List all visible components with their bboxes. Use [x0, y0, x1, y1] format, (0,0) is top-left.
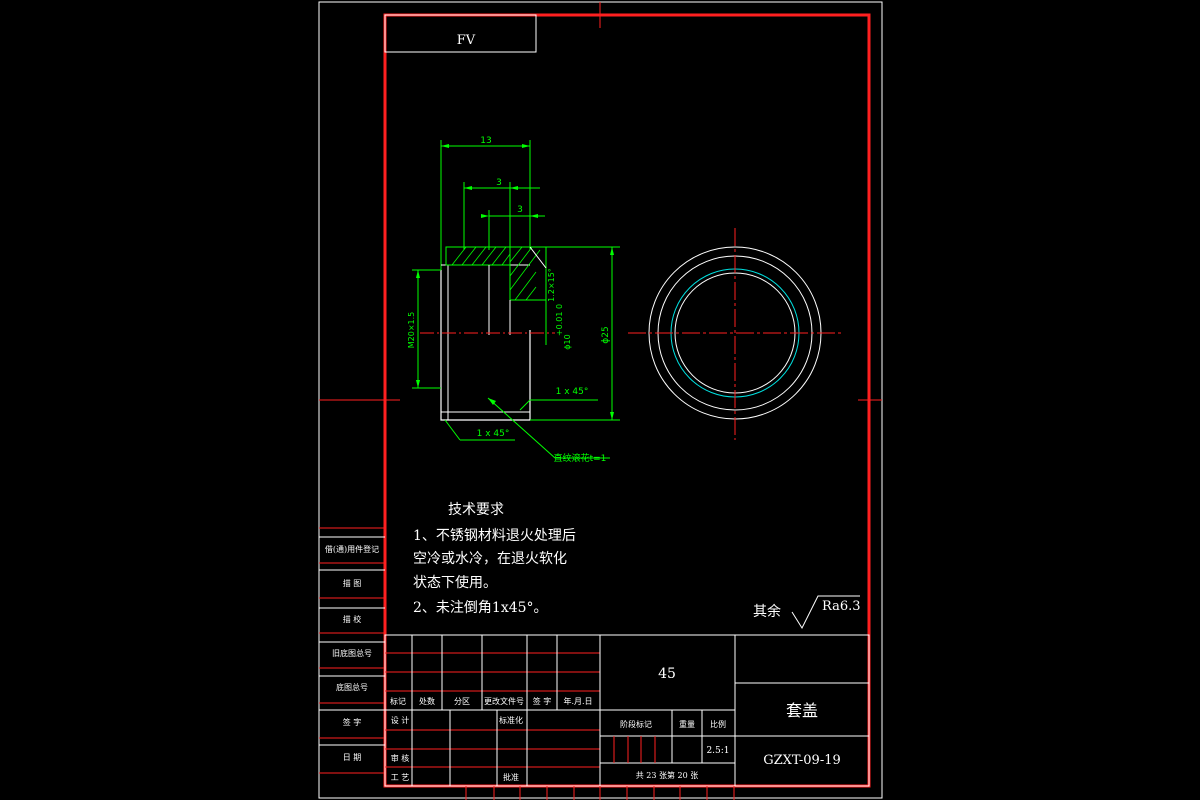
tb-review: 审 核 [391, 753, 410, 763]
tech-title: 技术要求 [448, 502, 504, 518]
strip-r4: 旧底图总号 [332, 648, 372, 658]
roughness-prefix: 其余 [753, 603, 781, 620]
dim-thread: M20×1.5 [407, 312, 416, 349]
end-view [628, 228, 842, 440]
dim-chamfer-left: 1 x 45° [477, 429, 510, 439]
inner-frame [383, 13, 871, 788]
tb-scale-value: 2.5:1 [706, 746, 729, 756]
dim-phi10: ϕ10 [563, 334, 572, 349]
tb-scale: 比例 [710, 719, 726, 729]
dim-tolerance: +0.01 0 [555, 304, 564, 336]
strip-r2: 描 图 [343, 578, 362, 588]
left-strip [319, 527, 385, 774]
dim-3-mid: 3 [517, 205, 523, 215]
strip-r1: 借(通)用件登记 [325, 544, 379, 554]
dim-13: 13 [480, 136, 491, 146]
strip-r5: 底图总号 [336, 682, 368, 692]
dim-chamfer-15: 1.2×15° [547, 268, 556, 302]
corner-tag-box [384, 14, 537, 53]
tb-design: 设 计 [391, 715, 410, 725]
tech-line-1: 1、不锈钢材料退火处理后 [413, 528, 576, 544]
dim-phi25: ϕ25 [601, 326, 611, 343]
roughness-value: Ra6.3 [822, 599, 861, 614]
roughness-icon [791, 595, 860, 630]
tb-weight: 重量 [679, 719, 695, 729]
tb-standard: 标准化 [499, 715, 523, 725]
tb-h-doc: 更改文件号 [484, 696, 524, 706]
tb-stage: 阶段标记 [620, 719, 652, 729]
strip-r3: 描 校 [343, 614, 362, 624]
tb-drawing-no: GZXT-09-19 [763, 753, 841, 768]
knurl-note: 直纹滚花t=1 [554, 452, 607, 464]
tb-part-name: 套盖 [786, 701, 818, 720]
title-block-grid [384, 634, 870, 800]
strip-r7: 日 期 [343, 753, 362, 762]
strip-r6: 签 字 [343, 717, 362, 727]
tech-line-4: 2、未注倒角1x45°。 [413, 600, 548, 616]
tb-h-count: 处数 [419, 696, 435, 706]
tb-material: 45 [658, 666, 676, 682]
tb-process: 工 艺 [391, 773, 410, 782]
dim-3-top: 3 [496, 178, 502, 188]
section-view [412, 140, 620, 459]
tb-approve: 批准 [503, 772, 519, 782]
tech-line-2: 空冷或水冷，在退火软化 [413, 551, 567, 567]
tb-h-date: 年.月.日 [563, 696, 592, 706]
tb-h-mark: 标记 [390, 696, 406, 706]
dim-chamfer-right: 1 x 45° [556, 387, 589, 397]
tb-h-sign: 签 字 [533, 696, 552, 706]
tb-h-zone: 分区 [454, 697, 470, 706]
tech-line-3: 状态下使用。 [413, 574, 497, 591]
tb-sheets: 共 23 张第 20 张 [636, 770, 699, 780]
left-strip-white [319, 536, 385, 746]
corner-tag: FV [457, 33, 476, 48]
